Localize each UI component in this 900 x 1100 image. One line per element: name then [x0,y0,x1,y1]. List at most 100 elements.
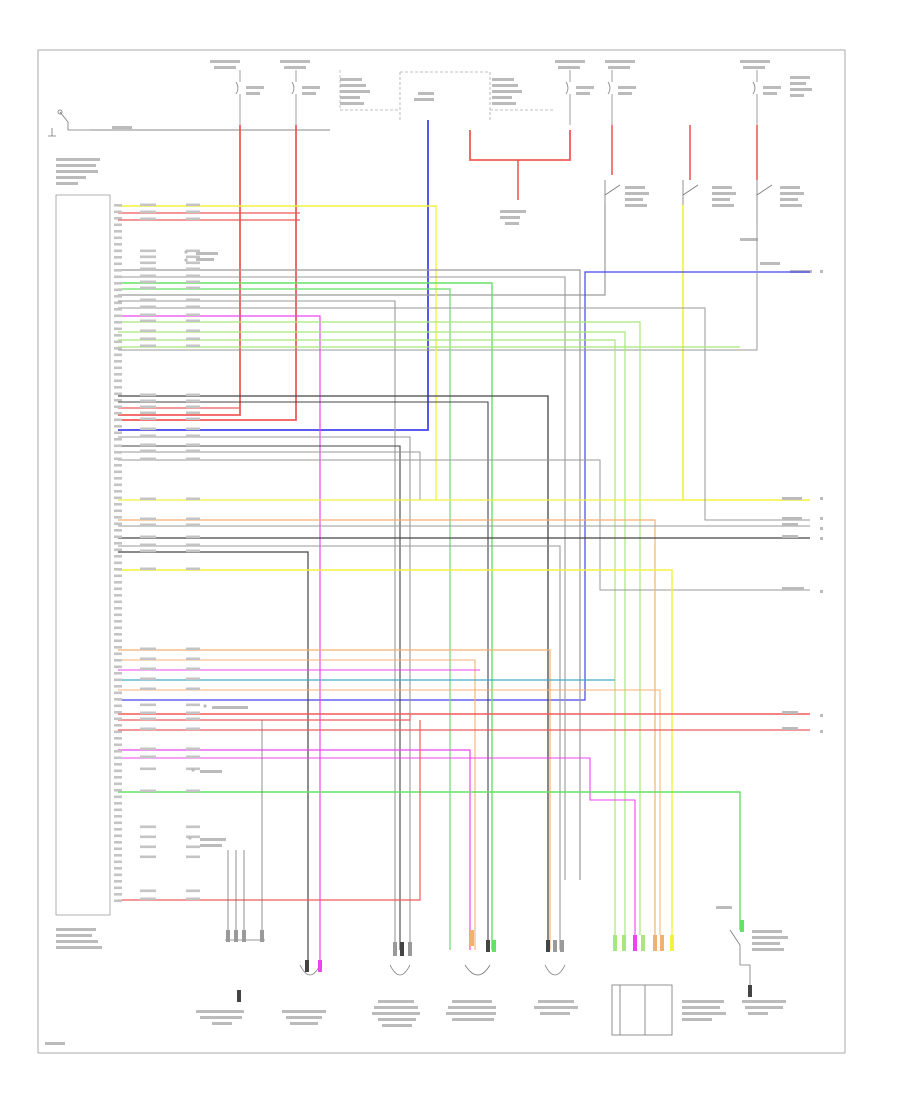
pin-number-mark [114,574,122,578]
pin-number-mark [114,880,122,883]
pin-number-mark [114,509,122,513]
pin-number-mark [114,425,122,428]
ground-symbol [48,109,90,137]
pin-number-mark [114,366,122,370]
pin-number-mark [114,639,122,643]
diagram-frame [37,49,846,1054]
wire-color-mark [140,274,156,278]
wire-gauge-mark [186,825,200,829]
wire-color-mark [140,217,156,221]
wire-gauge-mark [186,517,200,521]
wire-color-mark [140,687,156,691]
pin-number-mark [114,301,122,305]
pin-number-mark [114,360,122,363]
pin-number-mark [114,548,122,552]
wire-color-mark [140,399,156,403]
wire-gauge-mark [186,344,200,348]
pin-number-mark [114,711,122,714]
pin-number-mark [114,256,122,259]
pin-number-mark [114,418,122,422]
pin-number-mark [114,314,122,318]
wire-gauge-mark [186,319,200,323]
wire-gauge-mark [186,657,200,661]
wire-color-mark [140,747,156,751]
pin-number-mark [114,262,122,266]
pin-number-mark [114,821,122,825]
wire-gauge-mark [186,261,200,265]
pin-number-mark [114,470,122,474]
pin-number-mark [114,236,122,240]
wire-color-mark [140,567,156,571]
pin-number-mark [114,802,122,805]
ecm-pin-wires [118,205,810,960]
wire-gray-right-b [118,225,758,351]
wire-gauge-mark [186,789,200,793]
wire-color-mark [140,755,156,759]
wire-gauge-mark [186,523,200,527]
wire-red-sensor [469,130,571,161]
wire-gauge-mark [186,549,200,553]
wire-gauge-mark [186,203,200,207]
wire-color-mark [140,203,156,207]
pin-number-mark [114,873,122,877]
wire-gauge-mark [186,393,200,397]
wire-color-mark [140,298,156,302]
pin-number-mark [114,308,122,311]
wire-gauge-mark [186,434,200,438]
wire-color-mark [140,549,156,553]
pin-number-mark [114,600,122,604]
fuse-block-headers [210,60,770,69]
wire-gauge-mark [186,305,200,309]
wire-gauge-mark [186,889,200,893]
pin-number-mark [114,665,122,669]
pin-number-mark [114,763,122,766]
pin-number-mark [114,529,122,532]
right-connector-labels [782,270,823,733]
wire-gauge-mark [186,755,200,759]
pin-number-mark [114,737,122,740]
ignition-relay-box [399,71,491,120]
pin-number-mark [114,451,122,454]
pin-number-mark [114,496,122,500]
wire-color-mark [140,405,156,409]
wire-color-mark [140,255,156,259]
pin-number-mark [114,542,122,545]
pin-number-mark [114,646,122,649]
pin-number-mark [114,633,122,636]
ecm-module-bottom-label [56,928,102,949]
pin-number-mark [114,243,122,246]
wire-color-mark [140,249,156,253]
wire-gauge-mark [186,337,200,341]
wire-gauge-mark [186,427,200,431]
wire-gauge-mark [186,298,200,302]
pin-number-mark [114,685,122,688]
wire-color-mark [140,286,156,290]
pin-number-mark [114,795,122,799]
wire-gauge-mark [186,543,200,547]
pin-number-mark [114,295,122,298]
pin-number-mark [114,847,122,851]
wire-gauge-mark [186,274,200,278]
pin-number-mark [114,756,122,760]
wire-gauge-mark [186,217,200,221]
pin-number-mark [114,249,122,253]
wire-color-mark [140,727,156,731]
pin-number-mark [114,288,122,292]
wire-gauge-mark [186,210,200,214]
wire-gauge-mark [186,411,200,415]
fuse-labels [246,76,812,105]
pin-number-mark [114,828,122,831]
wire-color-mark [140,703,156,707]
wire-gauge-mark [186,687,200,691]
wire-gauge-mark [186,329,200,333]
pin-number-mark [114,769,122,773]
pin-number-mark [114,347,122,350]
pin-number-mark [114,522,122,526]
wire-gauge-mark [186,567,200,571]
pin-number-mark [114,789,122,792]
wire-red-a [118,125,241,416]
wire-gauge-mark [186,417,200,421]
wire-color-mark [140,393,156,397]
wire-gauge-mark [186,405,200,409]
wire-color-mark [140,767,156,771]
